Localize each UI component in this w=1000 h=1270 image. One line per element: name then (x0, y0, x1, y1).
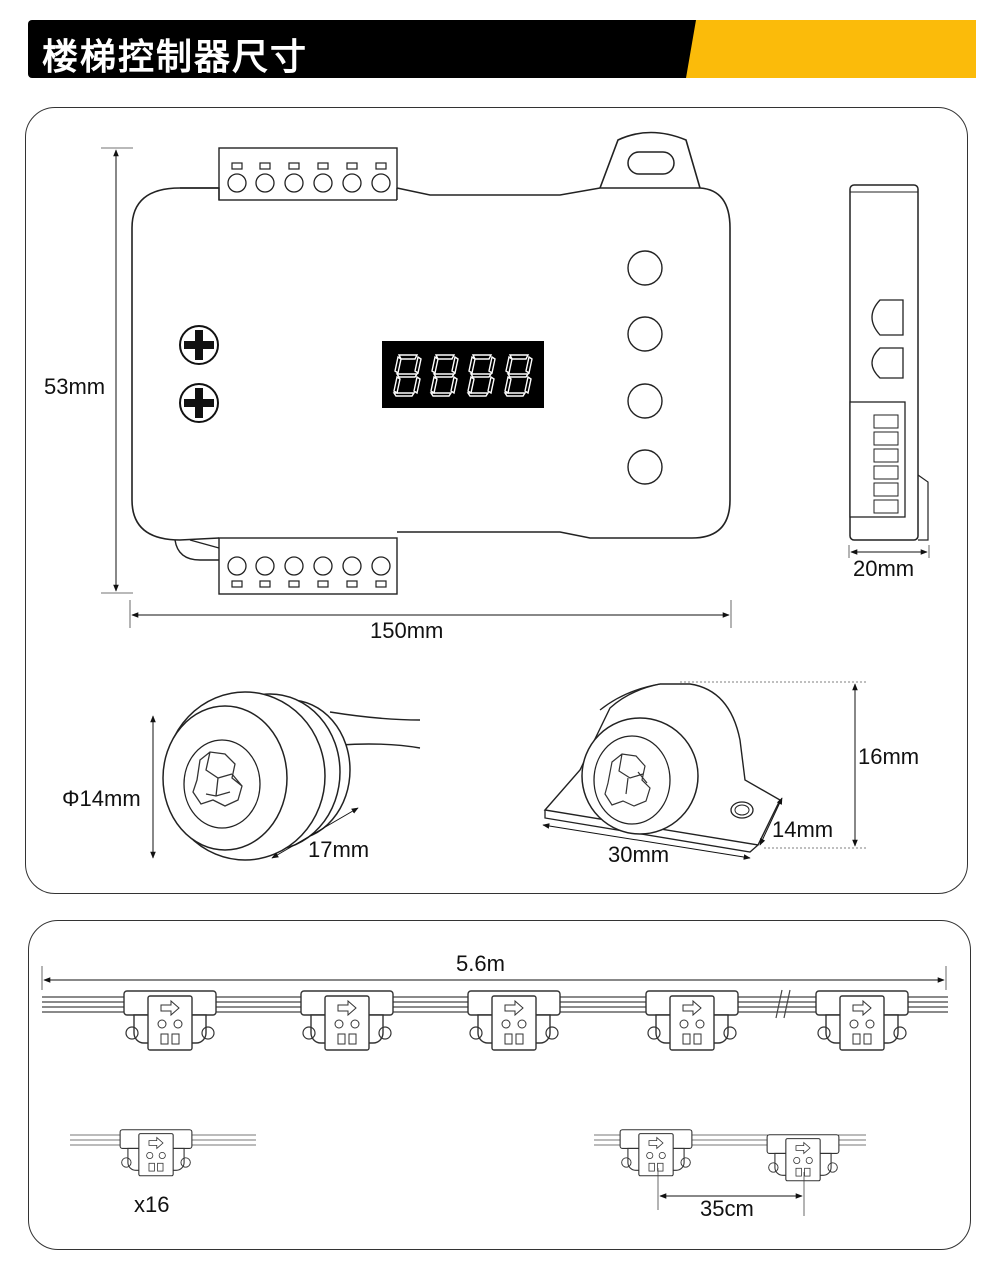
control-button (627, 316, 663, 352)
strip-length-dim (41, 966, 947, 990)
round-diameter-label: Φ14mm (62, 786, 141, 811)
screw-icon (179, 383, 219, 423)
control-button (627, 383, 663, 419)
mount-width-label: 14mm (772, 817, 833, 842)
led-strip (42, 989, 948, 1051)
header-background (28, 20, 976, 78)
width-label: 150mm (370, 618, 443, 643)
control-button (627, 449, 663, 485)
dimension-height (101, 147, 133, 594)
screw-icon (179, 325, 219, 365)
mounted-sensor-width-dim (759, 797, 783, 846)
round-sensor-depth-dim (271, 807, 359, 859)
node-pair-group (594, 1129, 866, 1216)
header-bar: 楼梯控制器尺寸 (28, 20, 976, 78)
control-button (627, 250, 663, 286)
controller-front-view (131, 131, 731, 595)
controller-side-view (848, 184, 930, 558)
quantity-label: x16 (134, 1192, 169, 1217)
strip-dimensions-panel (28, 920, 971, 1250)
single-node-group (70, 1129, 256, 1177)
mounted-sensor-drawing (543, 683, 781, 853)
mounted-sensor-length-dim (542, 823, 751, 860)
page-title: 楼梯控制器尺寸 (42, 37, 309, 78)
strip-length-label: 5.6m (456, 951, 505, 976)
spacing-label: 35cm (700, 1196, 754, 1221)
mount-length-label: 30mm (608, 842, 669, 867)
dimension-width (129, 600, 732, 628)
depth-label: 20mm (853, 556, 914, 581)
mount-height-label: 16mm (858, 744, 919, 769)
round-depth-label: 17mm (308, 837, 369, 862)
round-sensor-drawing (162, 691, 421, 861)
height-label: 53mm (44, 374, 105, 399)
mounted-sensor-height-dim (680, 681, 866, 849)
